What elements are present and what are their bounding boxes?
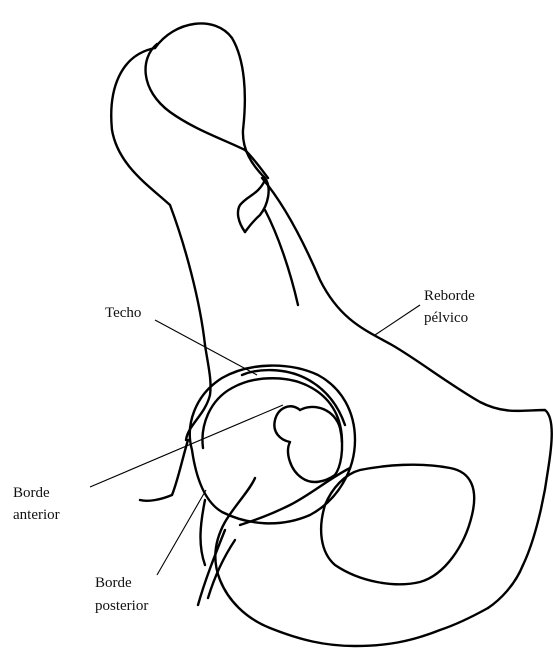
leader-borde-anterior [90, 405, 283, 487]
pelvic-brim-line [262, 178, 552, 608]
leader-lines [90, 305, 420, 575]
acetabular-notch-outline [300, 407, 342, 475]
diagram-labels: Techo Reborde pélvico Borde anterior Bor… [13, 288, 475, 614]
leader-borde-posterior [157, 490, 206, 575]
acetabular-rim-outer [190, 366, 355, 524]
pelvic-bone-drawing [111, 23, 551, 646]
lower-left-stroke-3 [198, 530, 225, 605]
label-reborde-pelvico-line1: Reborde [424, 288, 475, 304]
leader-techo [155, 320, 257, 375]
acetabular-notch [274, 406, 335, 482]
lower-left-stroke-1 [140, 440, 188, 501]
label-borde-anterior-line2: anterior [13, 507, 60, 523]
leader-reborde-pelvico [375, 305, 420, 335]
acetabulum [190, 366, 355, 524]
lower-left-stroke-2 [200, 500, 205, 565]
label-borde-posterior-line1: Borde [95, 575, 132, 591]
label-borde-posterior-line2: posterior [95, 598, 148, 614]
iliac-crest-lobe [155, 23, 269, 232]
label-reborde-pelvico-line2: pélvico [424, 310, 468, 326]
ischium-outline [215, 478, 488, 646]
iliac-wing-outline [111, 48, 205, 345]
label-techo: Techo [105, 305, 141, 321]
ischial-tuberosity-line [208, 540, 235, 598]
label-borde-anterior-line1: Borde [13, 485, 50, 501]
